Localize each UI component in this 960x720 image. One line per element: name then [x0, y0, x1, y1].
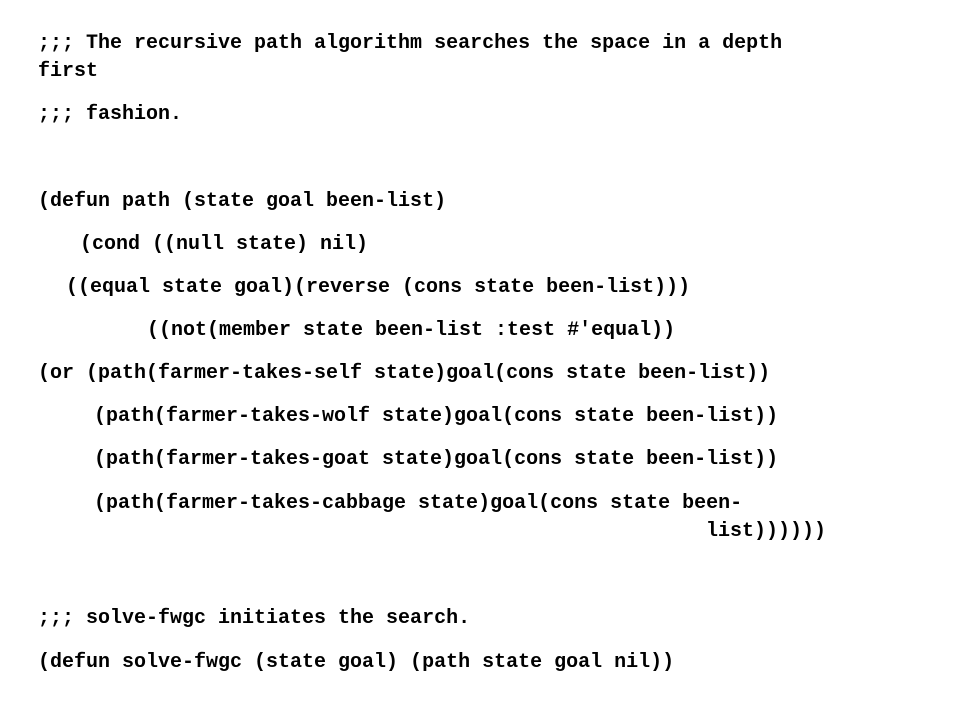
comment-line-2: ;;; fashion.: [38, 103, 183, 126]
farmer-wolf-line: (path(farmer-takes-wolf state)goal(cons …: [94, 405, 779, 428]
defun-solve-fwgc-line: (defun solve-fwgc (state goal) (path sta…: [38, 651, 675, 674]
not-member-line: ((not(member state been-list :test #'equ…: [147, 319, 676, 342]
defun-path-line: (defun path (state goal been-list): [38, 190, 447, 213]
farmer-cabbage-line-continued: list)))))): [706, 520, 827, 543]
or-farmer-self-line: (or (path(farmer-takes-self state)goal(c…: [38, 362, 771, 385]
comment-line-1-continued: first: [38, 60, 99, 83]
equal-goal-line: ((equal state goal)(reverse (cons state …: [66, 276, 691, 299]
solve-comment-line: ;;; solve-fwgc initiates the search.: [38, 607, 471, 630]
comment-line-1: ;;; The recursive path algorithm searche…: [38, 32, 783, 55]
cond-null-line: (cond ((null state) nil): [80, 233, 369, 256]
farmer-goat-line: (path(farmer-takes-goat state)goal(cons …: [94, 448, 779, 471]
farmer-cabbage-line: (path(farmer-takes-cabbage state)goal(co…: [94, 492, 743, 515]
